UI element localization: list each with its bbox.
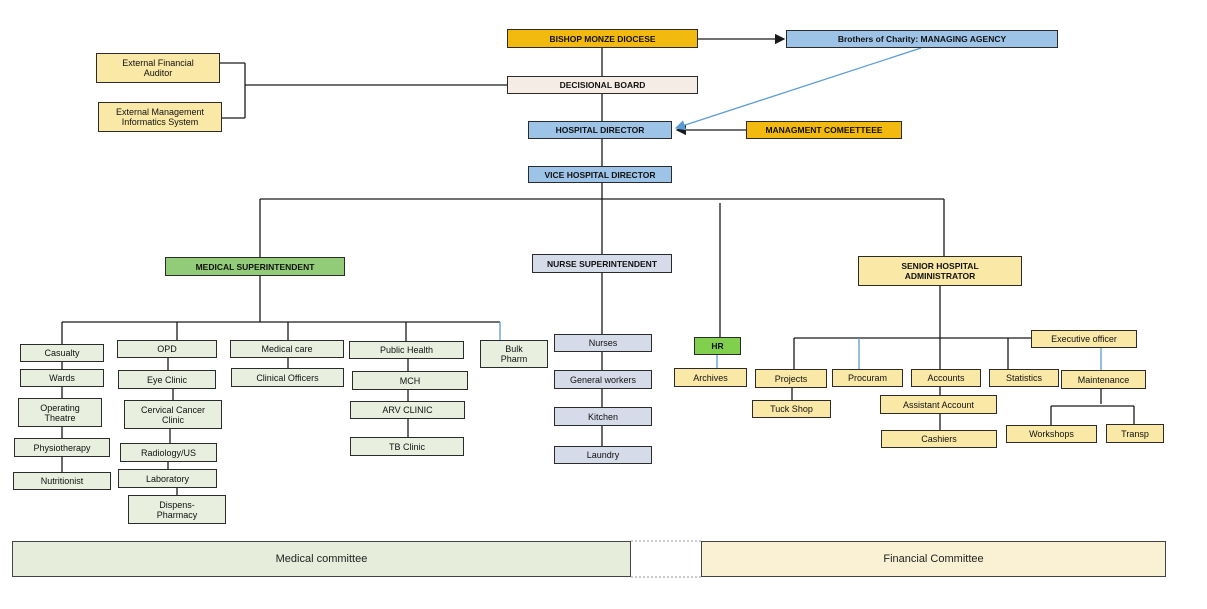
external-mis-node: External Management Informatics System [98, 102, 222, 132]
opd-node: OPD [117, 340, 217, 358]
diocese-node: BISHOP MONZE DIOCESE [507, 29, 698, 48]
management-committee-node: MANAGMENT COMEETTEEE [746, 121, 902, 139]
medical-superintendent-node: MEDICAL SUPERINTENDENT [165, 257, 345, 276]
arv-clinic-node: ARV CLINIC [350, 401, 465, 419]
medical-committee-bar: Medical committee [12, 541, 631, 577]
hospital-director-node: HOSPITAL DIRECTOR [528, 121, 672, 139]
nurse-superintendent-node: NURSE SUPERINTENDENT [532, 254, 672, 273]
operating-theatre-node: Operating Theatre [18, 398, 102, 427]
workshops-node: Workshops [1006, 425, 1097, 443]
managing-agency-node: Brothers of Charity: MANAGING AGENCY [786, 30, 1058, 48]
mch-node: MCH [352, 371, 468, 390]
eye-clinic-node: Eye Clinic [118, 370, 216, 389]
archives-node: Archives [674, 368, 747, 387]
maintenance-node: Maintenance [1061, 370, 1146, 389]
bulk-pharm-node: Bulk Pharm [480, 340, 548, 368]
laboratory-node: Laboratory [118, 469, 217, 488]
casualty-node: Casualty [20, 344, 104, 362]
nutritionist-node: Nutritionist [13, 472, 111, 490]
public-health-node: Public Health [349, 341, 464, 359]
executive-officer-node: Executive officer [1031, 330, 1137, 348]
radiology-node: Radiology/US [120, 443, 217, 462]
projects-node: Projects [755, 369, 827, 388]
tb-clinic-node: TB Clinic [350, 437, 464, 456]
medical-care-node: Medical care [230, 340, 344, 358]
wards-node: Wards [20, 369, 104, 387]
statistics-node: Statistics [989, 369, 1059, 387]
dispens-pharmacy-node: Dispens- Pharmacy [128, 495, 226, 524]
assistant-account-node: Assistant Account [880, 395, 997, 414]
nurses-node: Nurses [554, 334, 652, 352]
cervical-cancer-clinic-node: Cervical Cancer Clinic [124, 400, 222, 429]
accounts-node: Accounts [911, 369, 981, 387]
kitchen-node: Kitchen [554, 407, 652, 426]
cashiers-node: Cashiers [881, 430, 997, 448]
vice-director-node: VICE HOSPITAL DIRECTOR [528, 166, 672, 183]
physiotherapy-node: Physiotherapy [14, 438, 110, 457]
laundry-node: Laundry [554, 446, 652, 464]
external-auditor-node: External Financial Auditor [96, 53, 220, 83]
financial-committee-bar: Financial Committee [701, 541, 1166, 577]
general-workers-node: General workers [554, 370, 652, 389]
clinical-officers-node: Clinical Officers [231, 368, 344, 387]
procuram-node: Procuram [832, 369, 903, 387]
hr-node: HR [694, 337, 741, 355]
tuck-shop-node: Tuck Shop [752, 400, 831, 418]
decisional-board-node: DECISIONAL BOARD [507, 76, 698, 94]
transp-node: Transp [1106, 424, 1164, 443]
senior-administrator-node: SENIOR HOSPITAL ADMINISTRATOR [858, 256, 1022, 286]
